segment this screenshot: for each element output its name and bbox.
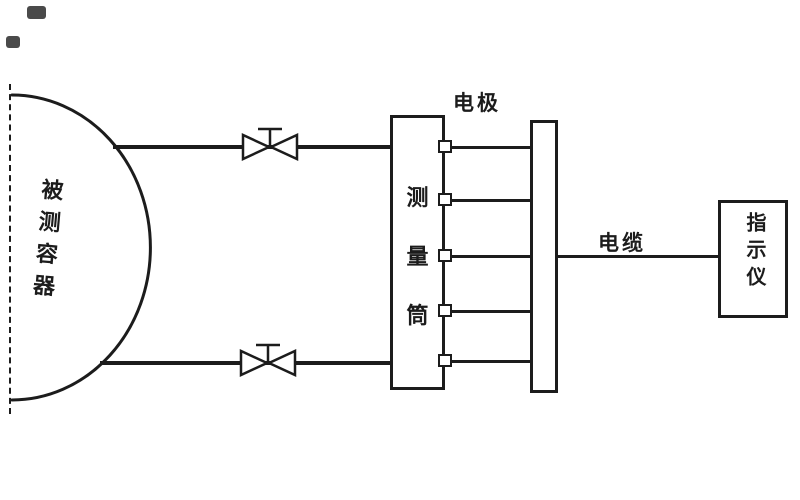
electrode-terminal <box>438 354 452 367</box>
measuring-cylinder-char: 筒 <box>406 303 429 328</box>
valve-icon <box>239 343 297 377</box>
electrode-lead-line <box>447 199 530 202</box>
electrode-lead-line <box>447 255 530 258</box>
measuring-cylinder-char: 量 <box>406 244 429 269</box>
electrode-bar <box>530 120 558 393</box>
indicator-box <box>718 200 788 318</box>
valve-icon <box>241 127 299 161</box>
measuring-cylinder-label: 测 量 筒 <box>390 180 445 330</box>
electrode-terminal <box>438 304 452 317</box>
electrode-lead-line <box>447 146 530 149</box>
electrode-lead-line <box>447 360 530 363</box>
scan-artifact <box>6 36 20 48</box>
cable-line <box>558 255 720 258</box>
scan-artifact <box>27 6 46 19</box>
vessel-centerline <box>9 84 11 414</box>
electrode-terminal <box>438 140 452 153</box>
electrode-terminal <box>438 193 452 206</box>
measuring-cylinder-char: 测 <box>406 185 429 210</box>
electrode-lead-line <box>447 310 530 313</box>
electrode-terminal <box>438 249 452 262</box>
electrode-label: 电极 <box>453 92 501 115</box>
indicator-label: 指示仪 <box>743 212 765 293</box>
vessel-shell-curve <box>10 93 152 402</box>
cable-label: 电缆 <box>598 232 646 255</box>
